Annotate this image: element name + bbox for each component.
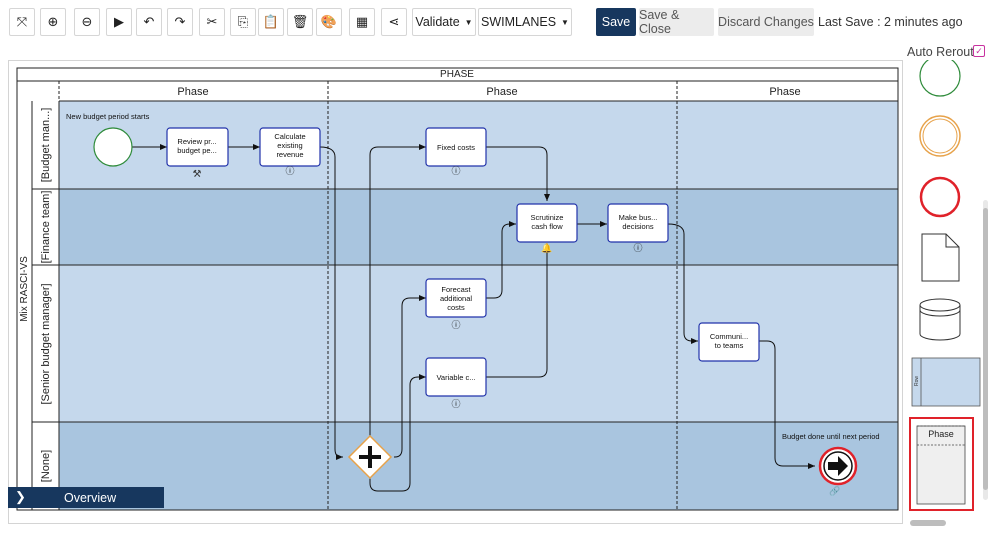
info-icon: ⓘ: [633, 243, 642, 253]
pool-header: PHASE: [440, 69, 474, 80]
grid-icon[interactable]: ▦: [349, 8, 375, 36]
caret-down-icon: ▼: [464, 17, 473, 27]
discard-changes-button[interactable]: Discard Changes: [718, 8, 814, 36]
shape-palette: Row Phase: [907, 60, 989, 530]
info-icon: ⓘ: [451, 320, 460, 330]
save-close-button[interactable]: Save & Close: [639, 8, 714, 36]
lane-none-bg: [59, 422, 898, 510]
delete-icon[interactable]: 🗑: [287, 8, 313, 36]
task-variable[interactable]: Variable c... ⓘ: [425, 357, 487, 409]
info-icon: ⓘ: [285, 166, 294, 176]
info-icon: ⓘ: [451, 399, 460, 409]
parallel-gateway[interactable]: [347, 434, 393, 480]
play-icon[interactable]: ▶: [106, 8, 132, 36]
task-communicate[interactable]: Communi...to teams: [698, 322, 760, 362]
zoom-in-icon[interactable]: ⊕: [40, 8, 66, 36]
palette-horizontal-scrollbar[interactable]: [910, 520, 946, 526]
palette-database-icon[interactable]: [919, 298, 961, 341]
palette-row-lane-icon[interactable]: Row: [911, 357, 981, 407]
lane-label-budget-manager[interactable]: [Budget man...]: [40, 108, 52, 183]
start-event-label: New budget period starts: [66, 112, 150, 121]
lane-label-senior-budget-manager[interactable]: [Senior budget manager]: [40, 283, 52, 404]
auto-reroute-checkbox[interactable]: ✓: [973, 45, 985, 57]
info-icon: ⓘ: [451, 166, 460, 176]
caret-down-icon: ▼: [561, 17, 569, 27]
pool-border: [16, 67, 899, 511]
task-make-decisions[interactable]: Make bus...decisions ⓘ: [607, 203, 669, 253]
save-button[interactable]: Save: [596, 8, 636, 36]
palette-icon[interactable]: 🎨: [316, 8, 342, 36]
svg-text:Communi...to teams: Communi...to teams: [710, 332, 748, 350]
palette-scrollbar-thumb[interactable]: [983, 208, 988, 490]
phase-header-2[interactable]: Phase: [486, 86, 517, 98]
palette-document-icon[interactable]: [921, 233, 960, 282]
task-fixed-costs[interactable]: Fixed costs ⓘ: [425, 127, 487, 176]
auto-reroute-label: Auto Reroute: [907, 45, 981, 59]
palette-row-label: Row: [914, 376, 920, 386]
lane-label-none[interactable]: [None]: [40, 450, 52, 482]
validate-label: Validate: [415, 15, 460, 29]
palette-start-event-icon[interactable]: [919, 60, 961, 97]
toolbar: ⤧ ⊕ ⊖ ▶ ↶ ↷ ✂ ⎘ 📋 🗑 🎨 ▦ ⋖ Validate ▼ SWI…: [0, 0, 1000, 44]
palette-intermediate-event-icon[interactable]: [919, 115, 961, 157]
link-icon[interactable]: 🔗: [829, 485, 840, 497]
hammer-icon: ⚒: [193, 169, 202, 180]
svg-text:Variable c...: Variable c...: [436, 373, 475, 382]
swimlanes-dropdown[interactable]: SWIMLANES ▼: [478, 8, 572, 36]
svg-text:Review pr...budget pe...: Review pr...budget pe...: [177, 137, 217, 155]
validate-dropdown[interactable]: Validate ▼: [412, 8, 476, 36]
start-event[interactable]: [93, 127, 133, 167]
pool-label: Mix RASCI-VS: [19, 256, 30, 322]
svg-text:Make bus...decisions: Make bus...decisions: [619, 213, 658, 231]
svg-text:Fixed costs: Fixed costs: [437, 143, 475, 152]
lane-finance-team-bg: [59, 189, 898, 265]
palette-phase-label: Phase: [928, 429, 954, 439]
chevron-right-icon: ❯: [15, 489, 26, 504]
sequence-flows: [132, 144, 815, 492]
redo-icon[interactable]: ↷: [167, 8, 193, 36]
diagram-canvas[interactable]: PHASE Phase Phase Phase Mix RASCI-VS [Bu…: [8, 60, 903, 524]
cut-icon[interactable]: ✂: [199, 8, 225, 36]
paste-icon[interactable]: 📋: [258, 8, 284, 36]
end-event[interactable]: 🔗: [818, 446, 858, 497]
zoom-out-icon[interactable]: ⊖: [74, 8, 100, 36]
last-save-status: Last Save : 2 minutes ago: [818, 15, 963, 29]
copy-icon[interactable]: ⎘: [230, 8, 256, 36]
palette-phase-icon[interactable]: Phase: [909, 417, 974, 511]
swimlanes-label: SWIMLANES: [481, 15, 557, 29]
end-event-label: Budget done until next period: [782, 432, 880, 441]
share-icon[interactable]: ⋖: [381, 8, 407, 36]
bell-icon: 🔔: [541, 243, 552, 253]
task-review[interactable]: Review pr...budget pe... ⚒: [166, 127, 229, 180]
lane-label-finance-team[interactable]: [Finance team]: [40, 191, 52, 264]
palette-end-event-icon[interactable]: [919, 176, 961, 218]
bpmn-diagram: PHASE Phase Phase Phase Mix RASCI-VS [Bu…: [16, 67, 899, 511]
phase-header-3[interactable]: Phase: [769, 86, 800, 98]
overview-label: Overview: [64, 491, 117, 505]
phase-header-1[interactable]: Phase: [177, 86, 208, 98]
overview-panel[interactable]: ❯ Overview: [8, 487, 164, 508]
undo-icon[interactable]: ↶: [136, 8, 162, 36]
fit-screen-icon[interactable]: ⤧: [9, 8, 35, 36]
